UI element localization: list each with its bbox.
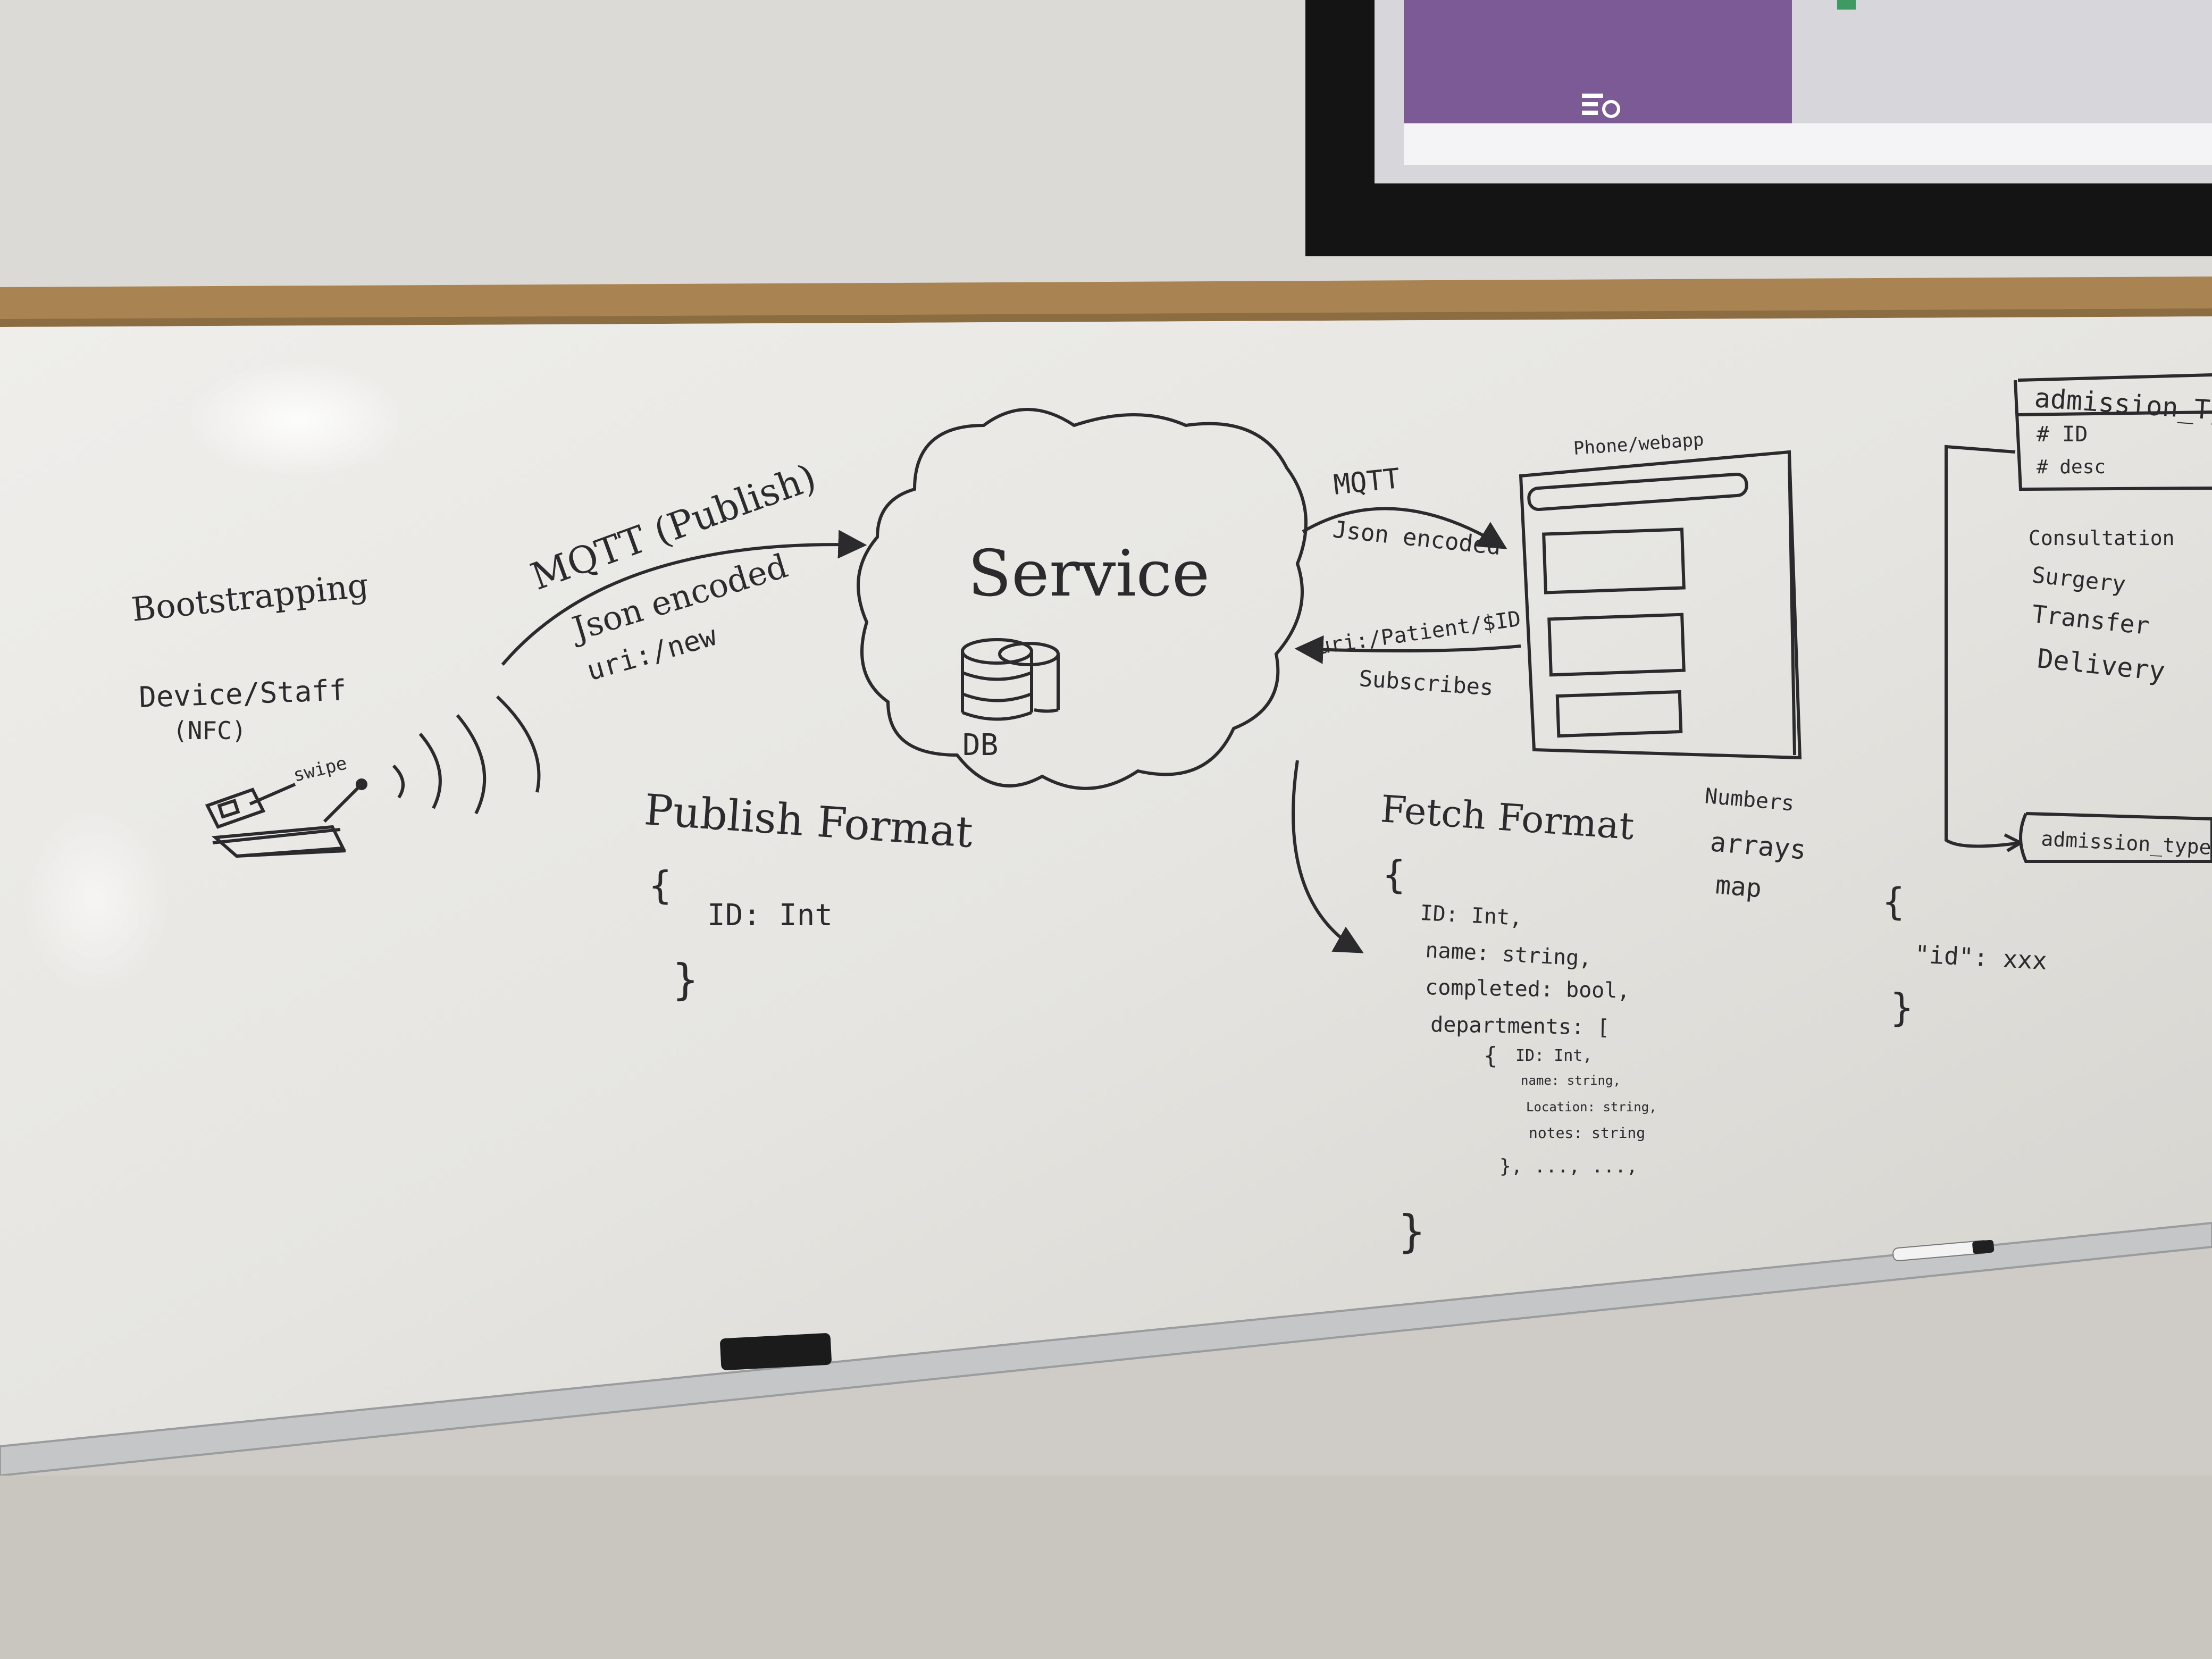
cork-strip — [0, 276, 2212, 322]
fetch-nested-open: { — [1484, 1042, 1498, 1069]
fetch-line-4: departments: [ — [1430, 1012, 1610, 1040]
marker — [1892, 1239, 1995, 1261]
device-label: Device/Staff — [138, 673, 347, 714]
id-example: { "id": xxx } — [1882, 880, 2048, 1030]
marker-tray — [0, 1221, 2212, 1477]
light-glare-2 — [21, 803, 170, 994]
wireless-signal-icon — [392, 695, 541, 815]
mqtt-label: MQTT — [1332, 463, 1402, 501]
whiteboard — [0, 316, 2212, 1446]
fetch-line-1: ID: Int, — [1419, 901, 1523, 931]
fetch-arrow — [1292, 760, 1364, 953]
app-card-2 — [1547, 613, 1686, 677]
id-close-brace: } — [1890, 985, 1913, 1030]
lower-wall — [0, 1476, 2212, 1659]
admission-field-desc: # desc — [2037, 456, 2106, 478]
types-note-map: map — [1714, 870, 1763, 903]
fetch-nested-4: notes: string — [1529, 1124, 1645, 1142]
phone-webapp-sketch: Phone/webapp — [1519, 429, 1802, 760]
nfc-reader-icon — [211, 778, 367, 858]
db-label: DB — [962, 728, 998, 763]
nfc-card-icon — [205, 783, 296, 829]
id-line: "id": xxx — [1914, 940, 2048, 975]
fetch-line-3: completed: bool, — [1425, 975, 1630, 1003]
fetch-nested-3: Location: string, — [1526, 1100, 1657, 1115]
service-cloud: Service DB — [857, 408, 1308, 790]
admission-value-consultation: Consultation — [2029, 526, 2175, 550]
fetch-nested-2: name: string, — [1521, 1073, 1621, 1088]
app-card-3 — [1555, 690, 1683, 738]
publish-close-brace: } — [673, 955, 698, 1004]
fetch-close-brace: } — [1398, 1205, 1426, 1258]
database-icon — [961, 638, 1060, 721]
projector-screen — [1305, 0, 2212, 256]
app-card-1 — [1542, 527, 1686, 594]
admission-field-id: # ID — [2037, 422, 2088, 447]
app-header-bar — [1527, 472, 1748, 512]
fetch-nested-1: ID: Int, — [1515, 1046, 1593, 1065]
screen-logo-icon — [1582, 94, 1620, 118]
service-label: Service — [968, 537, 1210, 611]
publish-open-brace: { — [649, 863, 672, 908]
light-glare — [186, 362, 409, 479]
fetch-open-brace: { — [1382, 852, 1405, 897]
eraser — [720, 1333, 832, 1370]
publish-id-field: ID: Int — [707, 898, 833, 933]
screen-green-icon — [1837, 0, 1856, 10]
fetch-nested-close: }, ..., ..., — [1499, 1155, 1638, 1177]
id-open-brace: { — [1882, 880, 1905, 924]
nfc-label: (NFC) — [173, 716, 246, 745]
